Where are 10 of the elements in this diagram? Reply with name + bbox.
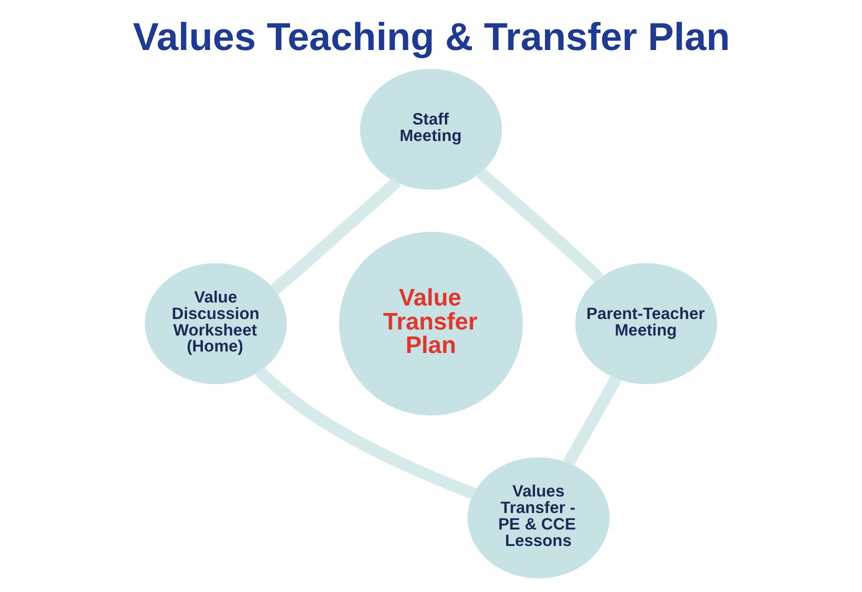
connector <box>476 168 604 283</box>
node-ellipse: Staff Meeting <box>360 68 502 190</box>
node-ellipse: Values Transfer - PE & CCE Lessons <box>468 457 610 578</box>
connector <box>270 177 401 295</box>
node-ellipse: Parent-Teacher Meeting <box>575 263 718 384</box>
diagram-title: Values Teaching & Transfer Plan <box>132 16 730 59</box>
node-ellipse: Value Discussion Worksheet (Home) <box>144 263 287 384</box>
node-circle: Value Transfer Plan <box>339 232 523 416</box>
connector <box>255 366 476 500</box>
connector <box>563 374 622 466</box>
